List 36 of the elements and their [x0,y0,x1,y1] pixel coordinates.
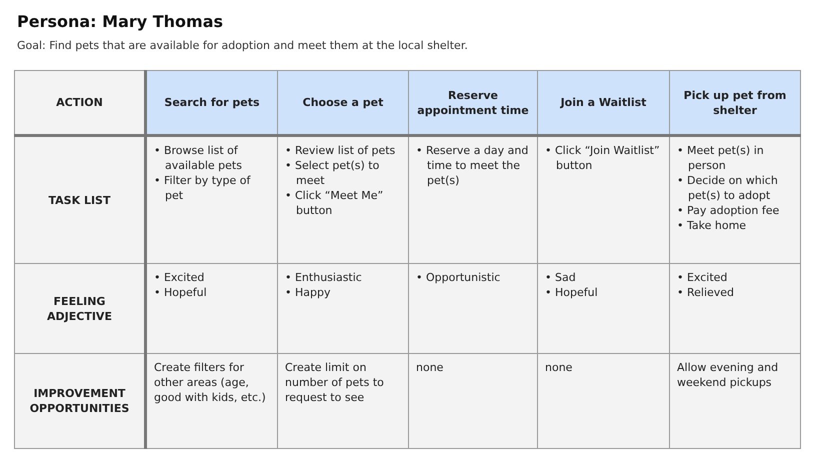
task-item: • Take home [677,218,748,233]
improvement-text: Create filters for other areas (age, good with kids, etc.) [154,360,267,405]
feeling-item: • Enthusiastic [285,270,363,285]
task-item: • Browse list of available pets [154,143,243,173]
row-header: TASK LIST [48,194,110,206]
improvement-text: none [545,360,574,375]
task-item: • Filter by type of pet [154,173,252,203]
row-header: IMPROVEMENT OPPORTUNITIES [30,387,130,415]
improvement-text: none [416,360,444,375]
feeling-item: • Excited [677,270,728,285]
improvement-text: Create limit on number of pets to request to see [285,360,385,405]
feeling-item: • Relieved [677,285,736,300]
task-item: • Decide on which pet(s) to adopt [677,173,779,203]
feeling-item: • Hopeful [545,285,599,300]
improvement-text: Allow evening and weekend pickups [677,360,780,390]
task-item: • Pay adoption fee [677,203,780,218]
task-item: • Select pet(s) to meet [285,158,380,188]
column-header: Choose a pet [302,96,384,109]
column-header: Pick up pet from shelter [684,88,786,116]
row-header: FEELING ADJECTIVE [47,294,112,322]
feeling-item: • Excited [154,270,206,285]
task-item: • Click “Meet Me” button [285,188,384,218]
column-header: Reserve appointment time [417,88,529,116]
column-header: Join a Waitlist [560,96,646,109]
feeling-item: • Sad [545,270,577,285]
page-title: Persona: Mary Thomas [17,12,224,31]
row-header: ACTION [56,96,103,109]
task-item: • Reserve a day and time to meet the pet(s) [416,143,530,188]
feeling-item: • Happy [285,285,332,300]
task-item: • Review list of pets [285,143,396,158]
column-header: Search for pets [164,96,260,109]
task-item: • Meet pet(s) in person [677,143,765,173]
feeling-item: • Opportunistic [416,270,502,285]
goal-text: Goal: Find pets that are available for adoption and meet them at the local shelter. [17,39,468,52]
feeling-item: • Hopeful [154,285,208,300]
task-item: • Click “Join Waitlist” button [545,143,661,173]
